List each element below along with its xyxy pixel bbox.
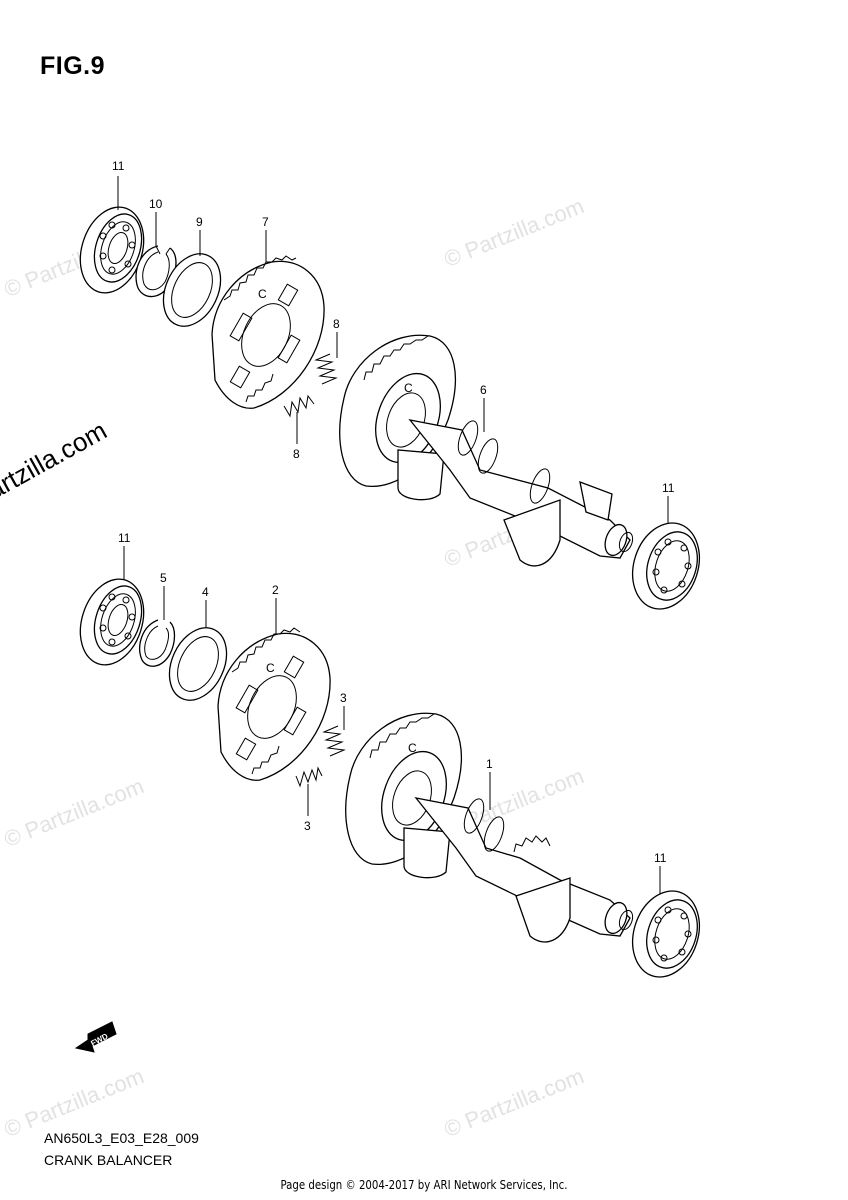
callout-11: 11 — [662, 481, 675, 495]
spring-part-8 — [314, 353, 338, 385]
figure-title: FIG.9 — [40, 52, 106, 80]
callout-11: 11 — [118, 531, 131, 545]
washer-part-9 — [162, 253, 222, 327]
balancer-shaft-part-6: C — [339, 334, 634, 567]
callout-3: 3 — [340, 691, 347, 705]
callout-8: 8 — [293, 447, 300, 461]
balancer-shaft-part-1: C — [345, 712, 634, 943]
callout-1: 1 — [486, 757, 493, 771]
leader-lines — [117, 176, 669, 894]
washer-part-4 — [168, 627, 228, 701]
gear-mark-c: C — [408, 741, 417, 755]
spring-part-8 — [283, 394, 315, 418]
bearing-part-11 — [632, 890, 700, 978]
spring-part-3 — [295, 766, 323, 788]
circlip-part-5 — [139, 619, 176, 667]
callout-11: 11 — [112, 159, 125, 173]
callout-6: 6 — [480, 383, 487, 397]
gear-mark-c: C — [258, 287, 267, 301]
bearing-part-11 — [79, 206, 145, 294]
diagram-code: AN650L3_E03_E28_009 — [44, 1130, 199, 1146]
gear-part-2: C — [217, 627, 331, 781]
gear-mark-c: C — [404, 381, 413, 395]
callout-3: 3 — [304, 819, 311, 833]
fwd-arrow-icon: FWD — [74, 1021, 117, 1053]
gear-part-7: C — [211, 255, 325, 409]
callout-numbers: 11 10 9 7 8 8 6 11 11 5 4 2 3 3 1 11 — [112, 159, 675, 865]
spring-part-3 — [322, 725, 346, 757]
upper-assembly: C C — [79, 206, 700, 610]
callout-7: 7 — [262, 215, 269, 229]
diagram-name: CRANK BALANCER — [44, 1152, 173, 1168]
callout-4: 4 — [202, 585, 209, 599]
bearing-part-11 — [79, 578, 145, 666]
lower-assembly: C C — [79, 578, 700, 978]
callout-10: 10 — [149, 197, 163, 211]
callout-5: 5 — [160, 571, 167, 585]
callout-11: 11 — [654, 851, 667, 865]
bearing-part-11 — [632, 522, 700, 610]
page-credit: Page design © 2004-2017 by ARI Network S… — [280, 1178, 568, 1192]
callout-8: 8 — [333, 317, 340, 331]
gear-mark-c: C — [266, 661, 275, 675]
callout-2: 2 — [272, 583, 279, 597]
callout-9: 9 — [196, 215, 203, 229]
